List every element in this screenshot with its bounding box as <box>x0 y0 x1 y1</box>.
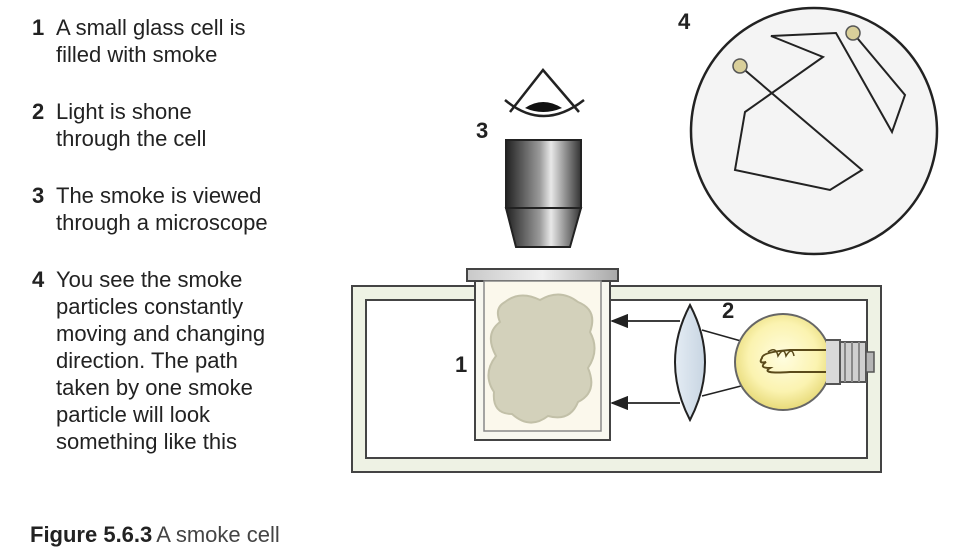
step-number: 3 <box>32 183 45 208</box>
step-text: You see the smoke particles constantly m… <box>56 267 266 454</box>
step-number: 4 <box>32 267 45 292</box>
filament <box>759 349 826 374</box>
particle-path <box>733 31 907 192</box>
smoke-cloud <box>487 293 596 424</box>
step-1: 1 A small glass cell is filled with smok… <box>32 14 302 68</box>
figure-number: Figure 5.6.3 <box>30 522 153 547</box>
glass-cell <box>466 268 619 441</box>
step-text: A small glass cell is filled with smoke <box>56 15 246 67</box>
microscope-view <box>689 6 939 256</box>
step-4: 4 You see the smoke particles constantly… <box>32 266 302 455</box>
light-bulb-icon <box>734 313 875 411</box>
step-number: 2 <box>32 99 45 124</box>
light-rays <box>610 313 742 411</box>
step-text: The smoke is viewed through a microscope <box>56 183 268 235</box>
smoke-particle <box>732 58 748 74</box>
label-view: 4 <box>678 9 691 34</box>
eye-icon <box>504 68 585 118</box>
label-cell: 1 <box>455 352 467 377</box>
smoke-particle <box>845 25 861 41</box>
step-number: 1 <box>32 15 45 40</box>
apparatus-box <box>351 285 882 473</box>
step-3: 3 The smoke is viewed through a microsco… <box>32 182 302 236</box>
label-microscope: 3 <box>476 118 488 143</box>
step-text: Light is shone through the cell <box>56 99 207 151</box>
label-light: 2 <box>722 298 734 323</box>
steps-list: 1 A small glass cell is filled with smok… <box>32 14 302 485</box>
microscope-objective <box>504 139 583 248</box>
step-2: 2 Light is shone through the cell <box>32 98 302 152</box>
lens <box>674 302 706 423</box>
caption-text: A smoke cell <box>156 522 280 547</box>
